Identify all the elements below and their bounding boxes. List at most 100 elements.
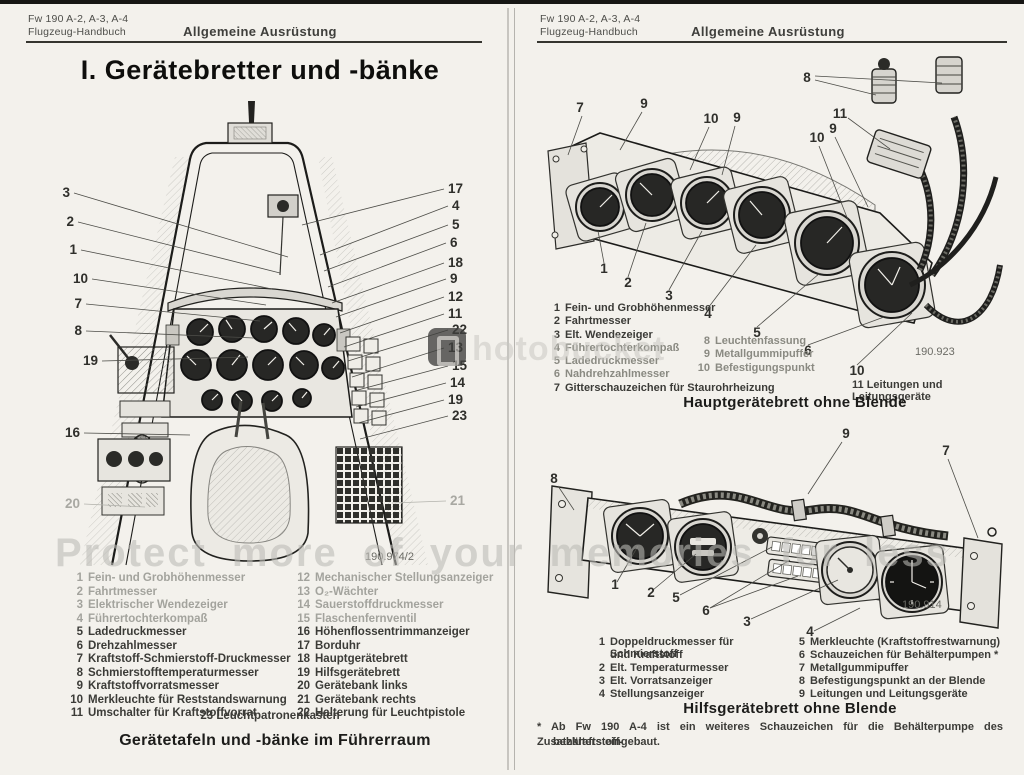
left-header-section: Allgemeine Ausrüstung [183, 24, 337, 39]
callout-line [597, 230, 605, 264]
callout-label: 7 [576, 100, 584, 115]
right-header-model: Fw 190 A-2, A-3, A-4 Flugzeug-Handbuch [540, 13, 640, 39]
callout-label: 6 [702, 603, 710, 618]
callout-line [807, 441, 843, 495]
callout-line [343, 313, 445, 348]
footnote-line2: behälters eingebaut. [553, 736, 660, 748]
callout-line [813, 607, 861, 632]
callout-label: 21 [450, 493, 466, 508]
legend-item-continuation: 0und Kraftstoff [610, 649, 683, 661]
callout-line [652, 553, 697, 591]
callout-line [947, 458, 979, 539]
callout-line [557, 485, 575, 511]
callout-line [679, 546, 773, 596]
callout-label: 3 [743, 614, 751, 629]
fig1-caption: Hauptgerätebrett ohne Blende [683, 394, 907, 411]
main-panel-drawing [547, 56, 1003, 329]
legend-footer-text: Leuchtpatronenkasten [216, 710, 340, 722]
callout-label: 19 [448, 392, 463, 407]
right-header-section: Allgemeine Ausrüstung [691, 24, 845, 39]
callout-line [668, 230, 703, 291]
legend-footer-item: 23 Leuchtpatronenkasten [120, 710, 420, 722]
callout-line [331, 262, 445, 304]
fig2-caption: Hilfsgerätebrett ohne Blende [683, 700, 897, 717]
aux-panel-drawing [547, 485, 1003, 629]
callout-label: 7 [74, 296, 82, 311]
callout-line [616, 545, 639, 583]
figure-number: 190.914 [902, 599, 942, 611]
left-header-rule [26, 41, 482, 43]
callout-label: 8 [803, 70, 811, 85]
callout-label: 23 [452, 408, 468, 423]
callout-label: 19 [83, 353, 98, 368]
callout-line [85, 303, 261, 322]
callout-line [818, 145, 849, 221]
callout-line [353, 365, 449, 392]
callout-label: 18 [448, 255, 464, 270]
page-gutter-line [514, 8, 515, 770]
callout-label: 10 [849, 363, 864, 378]
callout-label: 14 [450, 375, 466, 390]
callout-line [856, 312, 913, 366]
callout-label: 7 [942, 443, 950, 458]
header-model-line: Fw 190 A-2, A-3, A-4 [540, 13, 641, 25]
callout-line [847, 117, 891, 150]
callout-label: 4 [704, 306, 712, 321]
gunsight [267, 194, 299, 276]
figure-number: 190.974/2 [365, 551, 414, 563]
right-console [335, 336, 403, 524]
callout-label: 6 [450, 235, 458, 250]
callout-line [85, 330, 255, 339]
callout-label: 3 [62, 185, 70, 200]
callout-line [834, 136, 869, 208]
callout-line [709, 559, 791, 609]
callout-line [357, 399, 445, 424]
callout-line [301, 188, 445, 226]
callout-label: 9 [829, 121, 837, 136]
callout-label: 4 [806, 624, 814, 639]
left-page-caption: Gerätetafeln und -bänke im Führerraum [119, 732, 431, 749]
callout-label: 11 [833, 106, 848, 121]
callout-line [707, 244, 757, 309]
photobucket-logo [428, 328, 466, 366]
callout-label: 2 [66, 214, 74, 229]
callout-line [80, 249, 273, 290]
callout-label: 4 [452, 198, 460, 213]
main-instrument-panel [161, 308, 353, 418]
fig1-legend-item11: 11 Leitungen und Leitungsgeräte [852, 379, 1024, 403]
page-title: I. Gerätebretter und -bänke [80, 55, 440, 85]
watermark-tagline: Protect more of your memories for less [55, 531, 950, 575]
